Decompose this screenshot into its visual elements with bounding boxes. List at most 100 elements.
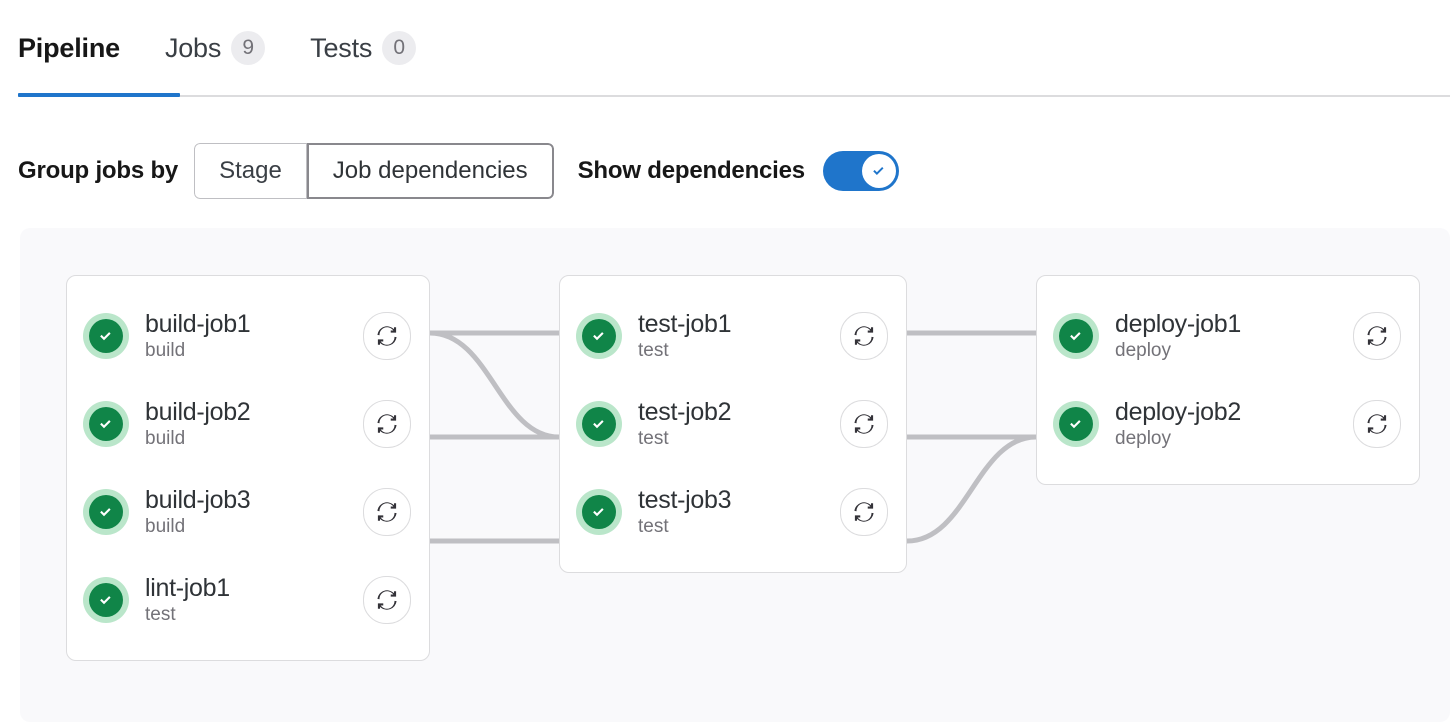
job-column-build: build-job1 build build-job2 build [66, 275, 430, 661]
job-stage: build [145, 516, 186, 537]
retry-glyph [854, 414, 874, 434]
check-icon [100, 332, 111, 341]
retry-glyph [1367, 326, 1387, 346]
retry-icon[interactable] [840, 488, 888, 536]
job-name: build-job3 [145, 486, 251, 514]
status-icon-success [83, 489, 129, 535]
job-card-test-job1[interactable]: test-job1 test [560, 292, 906, 380]
check-icon [100, 596, 111, 605]
job-name: build-job1 [145, 310, 251, 338]
check-icon [1070, 332, 1081, 341]
check-icon [100, 508, 111, 517]
job-text: lint-job1 test [145, 573, 363, 627]
job-name: deploy-job1 [1115, 310, 1241, 338]
job-text: build-job3 build [145, 485, 363, 539]
status-icon-inner [89, 319, 123, 353]
status-icon-success [83, 313, 129, 359]
graph-controls: Group jobs by Stage Job dependencies Sho… [18, 143, 899, 199]
status-icon-success [576, 401, 622, 447]
job-stage: deploy [1115, 428, 1171, 449]
job-card-lint-job1[interactable]: lint-job1 test [67, 556, 429, 644]
tab-jobs[interactable]: Jobs 9 [165, 22, 292, 74]
job-card-test-job2[interactable]: test-job2 test [560, 380, 906, 468]
toggle-knob [861, 154, 896, 188]
retry-icon[interactable] [1353, 312, 1401, 360]
show-dependencies-label: Show dependencies [577, 157, 806, 184]
active-tab-indicator [18, 93, 180, 97]
retry-icon[interactable] [363, 576, 411, 624]
retry-icon[interactable] [840, 312, 888, 360]
status-icon-inner [89, 583, 123, 617]
job-card-test-job3[interactable]: test-job3 test [560, 468, 906, 556]
status-icon-inner [582, 407, 616, 441]
group-by-job-dependencies-button[interactable]: Job dependencies [306, 143, 554, 199]
retry-glyph [377, 414, 397, 434]
job-stage: build [145, 340, 186, 361]
link-test-job3-deploy-job2 [904, 434, 1039, 544]
group-by-segmented-control: Stage Job dependencies [194, 143, 554, 199]
job-stage: test [638, 340, 669, 361]
retry-icon[interactable] [840, 400, 888, 448]
status-icon-inner [582, 495, 616, 529]
status-icon-success [576, 313, 622, 359]
job-column-test: test-job1 test test-job2 test [559, 275, 907, 573]
job-card-deploy-job2[interactable]: deploy-job2 deploy [1037, 380, 1419, 468]
job-card-build-job1[interactable]: build-job1 build [67, 292, 429, 380]
job-name: deploy-job2 [1115, 398, 1241, 426]
tab-tests-label: Tests [310, 33, 373, 63]
status-icon-inner [1059, 319, 1093, 353]
job-text: test-job2 test [638, 397, 840, 451]
status-icon-inner [1059, 407, 1093, 441]
retry-glyph [377, 502, 397, 522]
status-icon-success [83, 401, 129, 447]
job-text: deploy-job2 deploy [1115, 397, 1353, 451]
tab-tests-badge: 0 [382, 31, 417, 65]
job-stage: test [638, 516, 669, 537]
job-name: test-job2 [638, 398, 732, 426]
status-icon-success [576, 489, 622, 535]
group-by-stage-button[interactable]: Stage [194, 143, 307, 199]
job-card-deploy-job1[interactable]: deploy-job1 deploy [1037, 292, 1419, 380]
retry-glyph [1367, 414, 1387, 434]
show-dependencies-toggle[interactable] [822, 151, 899, 191]
link-build-job1-test-job2 [427, 330, 562, 440]
retry-icon[interactable] [1353, 400, 1401, 448]
check-icon [873, 167, 884, 175]
retry-glyph [854, 502, 874, 522]
tab-pipeline[interactable]: Pipeline [18, 22, 147, 74]
check-icon [1070, 420, 1081, 429]
retry-icon[interactable] [363, 312, 411, 360]
job-stage: deploy [1115, 340, 1171, 361]
job-text: build-job1 build [145, 309, 363, 363]
status-icon-success [1053, 313, 1099, 359]
tab-jobs-badge: 9 [231, 31, 266, 65]
pipeline-graph: build-job1 build build-job2 build [20, 228, 1450, 722]
tab-jobs-label: Jobs [164, 33, 222, 63]
tabbar-divider [18, 95, 1450, 97]
status-icon-success [83, 577, 129, 623]
job-name: test-job1 [638, 310, 732, 338]
status-icon-inner [89, 495, 123, 529]
group-jobs-by-label: Group jobs by [18, 157, 179, 184]
show-dependencies-group: Show dependencies [578, 151, 899, 191]
job-card-build-job2[interactable]: build-job2 build [67, 380, 429, 468]
tab-pipeline-label: Pipeline [18, 33, 120, 63]
job-stage: test [638, 428, 669, 449]
retry-icon[interactable] [363, 488, 411, 536]
status-icon-inner [89, 407, 123, 441]
retry-glyph [854, 326, 874, 346]
retry-glyph [377, 326, 397, 346]
check-icon [593, 508, 604, 517]
job-text: test-job1 test [638, 309, 840, 363]
check-icon [593, 420, 604, 429]
job-text: deploy-job1 deploy [1115, 309, 1353, 363]
job-name: lint-job1 [145, 574, 230, 602]
job-card-build-job3[interactable]: build-job3 build [67, 468, 429, 556]
job-name: test-job3 [638, 486, 732, 514]
check-icon [593, 332, 604, 341]
tab-tests[interactable]: Tests 0 [310, 22, 443, 74]
job-stage: build [145, 428, 186, 449]
status-icon-inner [582, 319, 616, 353]
retry-icon[interactable] [363, 400, 411, 448]
job-name: build-job2 [145, 398, 251, 426]
